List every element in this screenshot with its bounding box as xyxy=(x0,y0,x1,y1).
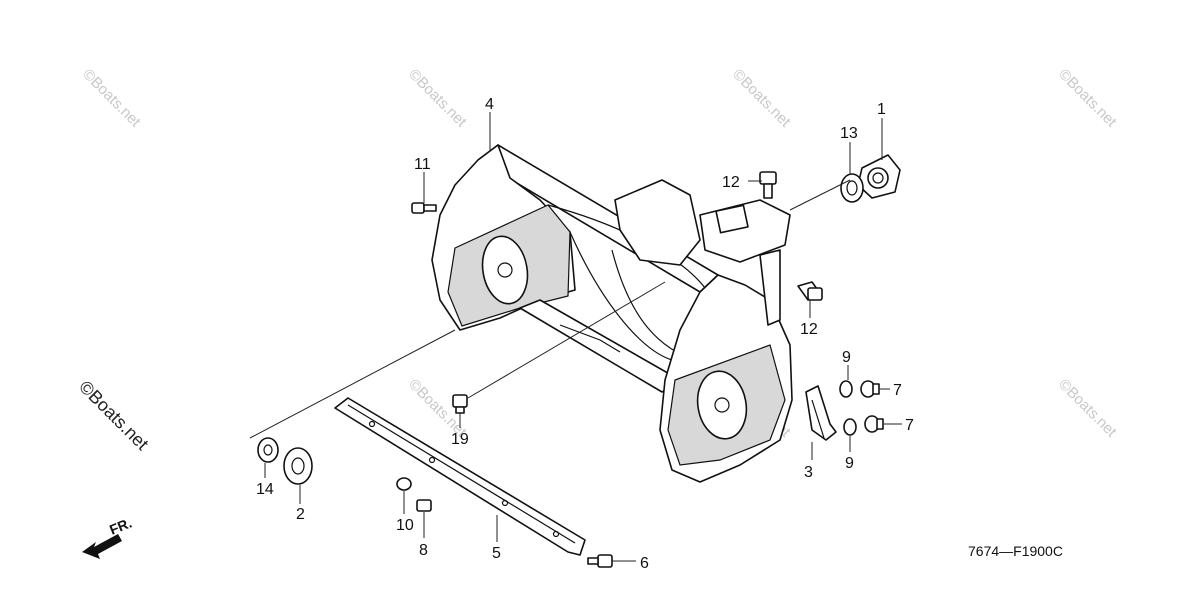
part-12-bolt-upper xyxy=(759,171,777,199)
callout-9-lower: 9 xyxy=(845,455,854,472)
callout-5: 5 xyxy=(492,545,501,562)
callout-8: 8 xyxy=(419,542,428,559)
part-10-washer xyxy=(396,477,412,491)
part-8-nut xyxy=(416,499,432,512)
watermark: ©Boats.net xyxy=(79,66,144,131)
part-7-nut-upper xyxy=(860,380,880,398)
watermarks: ©Boats.net ©Boats.net ©Boats.net ©Boats.… xyxy=(75,66,1120,454)
part-3-bracket xyxy=(805,385,837,441)
part-14-bearing xyxy=(257,437,279,463)
watermark: ©Boats.net xyxy=(405,66,470,131)
watermark: ©Boats.net xyxy=(1055,66,1120,131)
part-2-flange xyxy=(283,447,313,485)
part-12-bolt-lower xyxy=(797,281,823,301)
callout-19: 19 xyxy=(451,431,469,448)
part-1-bearing-flange xyxy=(857,154,901,199)
watermark: ©Boats.net xyxy=(1055,376,1120,441)
callout-14: 14 xyxy=(256,481,274,498)
auger-housing xyxy=(431,144,793,483)
direction-label: FR. xyxy=(107,514,134,537)
callout-3: 3 xyxy=(804,464,813,481)
part-13-bearing xyxy=(840,173,864,203)
part-9-washer-lower xyxy=(843,418,857,436)
figure-code: 7674—F1900C xyxy=(968,543,1063,559)
part-7-nut-lower xyxy=(864,415,884,433)
callout-12-upper: 12 xyxy=(722,174,740,191)
callout-11: 11 xyxy=(414,156,431,173)
callout-6: 6 xyxy=(640,555,649,572)
callout-4: 4 xyxy=(485,96,494,113)
callout-13: 13 xyxy=(840,125,858,142)
part-19-bolt xyxy=(452,394,468,414)
callout-12-lower: 12 xyxy=(800,321,818,338)
callout-7-lower: 7 xyxy=(905,417,914,434)
callout-1: 1 xyxy=(877,101,886,118)
watermark: ©Boats.net xyxy=(729,66,794,131)
watermark-dark: ©Boats.net xyxy=(75,377,152,454)
front-direction-arrow: FR. xyxy=(82,514,134,559)
part-9-washer-upper xyxy=(839,380,853,398)
callouts: 1 2 3 4 5 6 7 7 8 9 9 10 11 12 12 13 14 … xyxy=(256,96,914,572)
callout-10: 10 xyxy=(396,517,414,534)
part-6-bolt xyxy=(587,554,613,568)
leader-lines xyxy=(249,112,902,562)
part-5-scraper-bar xyxy=(334,397,586,556)
callout-9-upper: 9 xyxy=(842,349,851,366)
callout-7-upper: 7 xyxy=(893,382,902,399)
callout-2: 2 xyxy=(296,506,305,523)
part-11-bolt xyxy=(411,202,437,214)
